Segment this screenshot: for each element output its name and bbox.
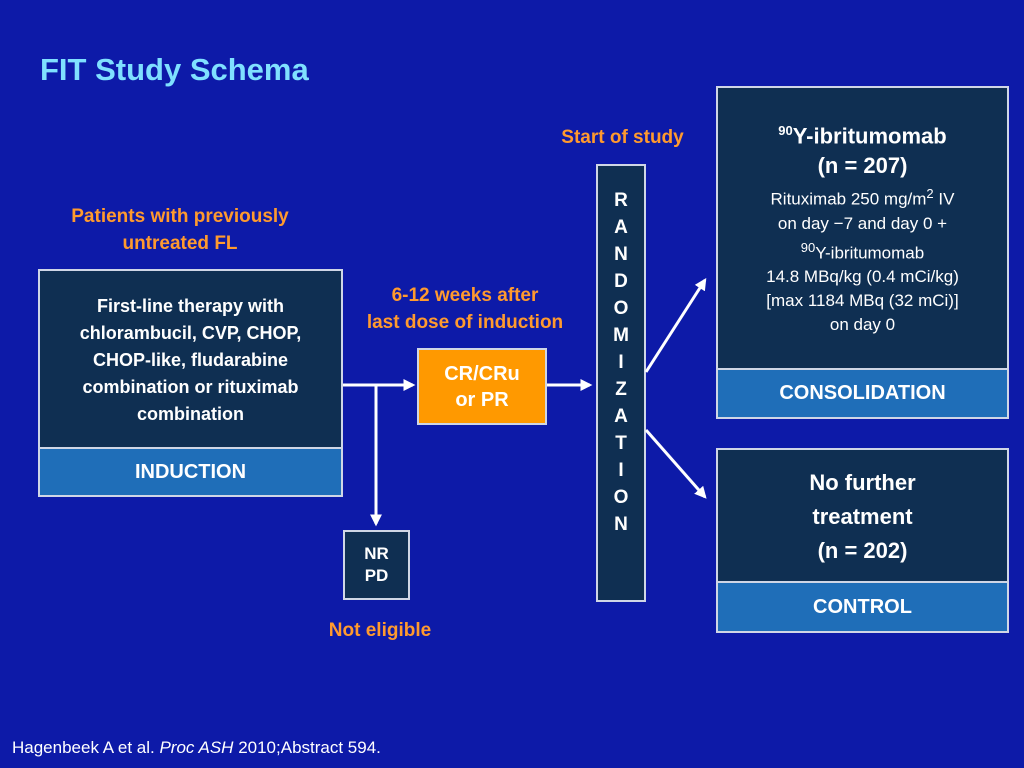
randomization-letter: A xyxy=(614,217,628,238)
isotope-superscript: 90 xyxy=(778,123,793,138)
consolidation-box: 90Y-ibritumomab (n = 207) Rituximab 250 … xyxy=(716,86,1009,419)
regimen-line: on day 0 xyxy=(829,315,896,335)
control-line: No further xyxy=(809,470,916,495)
consolidation-regimen: Rituximab 250 mg/m2 IV on day −7 and day… xyxy=(718,182,1007,337)
regimen-line: 90Y-ibritumomab xyxy=(718,236,1007,266)
ineligible-line: PD xyxy=(364,566,389,585)
regimen-text: Y-ibritumomab xyxy=(815,243,925,263)
induction-line: combination xyxy=(137,404,244,424)
induction-line: combination or rituximab xyxy=(82,377,299,397)
not-eligible-label: Not eligible xyxy=(328,620,432,641)
randomization-letter: A xyxy=(614,406,628,427)
regimen-line: on day −7 and day 0 + xyxy=(777,213,948,233)
arrow-to-control xyxy=(644,429,707,499)
control-band: CONTROL xyxy=(718,581,1007,631)
consolidation-band: CONSOLIDATION xyxy=(718,368,1007,417)
page-title: FIT Study Schema xyxy=(40,52,309,87)
drug-name: Y-ibritumomab xyxy=(792,123,947,149)
arrow-to-consolidation xyxy=(644,277,707,373)
ineligible-box: NR PD xyxy=(343,530,410,600)
induction-description: First-line therapy with chlorambucil, CV… xyxy=(40,293,341,428)
start-of-study-label: Start of study xyxy=(561,127,684,148)
randomization-letter: O xyxy=(613,487,629,508)
weeks-after-label: 6-12 weeks after last dose of induction xyxy=(345,282,585,336)
control-description: No further treatment (n = 202) xyxy=(718,466,1007,568)
regimen-text: IV xyxy=(933,189,955,209)
consolidation-n: (n = 207) xyxy=(817,153,908,179)
control-line: treatment xyxy=(812,504,913,529)
induction-line: chlorambucil, CVP, CHOP, xyxy=(79,323,302,343)
consolidation-heading: 90Y-ibritumomab (n = 207) xyxy=(718,116,1007,181)
response-line: CR/CRu xyxy=(444,363,520,385)
response-line: or PR xyxy=(455,389,509,411)
induction-line: CHOP-like, fludarabine xyxy=(92,350,289,370)
control-box: No further treatment (n = 202) CONTROL xyxy=(716,448,1009,633)
regimen-line: Rituximab 250 mg/m2 IV xyxy=(718,182,1007,212)
regimen-line: 14.8 MBq/kg (0.4 mCi/kg) xyxy=(766,267,959,287)
randomization-letter: R xyxy=(614,190,628,211)
induction-band: INDUCTION xyxy=(40,447,341,495)
weeks-after-line: 6-12 weeks after xyxy=(391,285,539,306)
citation-author: Hagenbeek A et al. xyxy=(12,738,160,757)
randomization-letter: I xyxy=(618,460,624,481)
control-line: (n = 202) xyxy=(817,538,908,563)
randomization-box: R A N D O M I Z A T I O N xyxy=(596,164,646,602)
randomization-letter: I xyxy=(618,352,624,373)
response-box: CR/CRu or PR xyxy=(417,348,547,425)
randomization-letter: N xyxy=(614,244,628,265)
patients-label-line: untreated FL xyxy=(122,233,238,254)
regimen-superscript: 2 xyxy=(926,186,934,201)
isotope-superscript: 90 xyxy=(800,239,816,255)
citation-rest: 2010;Abstract 594. xyxy=(233,738,381,757)
consolidation-drug-name: 90Y-ibritumomab xyxy=(718,116,1007,151)
citation-journal: Proc ASH xyxy=(159,738,234,757)
induction-box: First-line therapy with chlorambucil, CV… xyxy=(38,269,343,497)
regimen-text: Rituximab 250 mg/m xyxy=(770,189,927,209)
randomization-letter: M xyxy=(613,325,629,346)
patients-label: Patients with previously untreated FL xyxy=(40,203,320,257)
weeks-after-line: last dose of induction xyxy=(366,312,564,333)
citation: Hagenbeek A et al. Proc ASH 2010;Abstrac… xyxy=(12,738,381,758)
patients-label-line: Patients with previously xyxy=(71,206,289,227)
induction-line: First-line therapy with xyxy=(96,296,285,316)
randomization-letter: Z xyxy=(615,379,627,400)
ineligible-line: NR xyxy=(364,544,389,563)
randomization-letter: O xyxy=(613,298,629,319)
randomization-letter: N xyxy=(614,514,628,535)
randomization-letter: T xyxy=(615,433,627,454)
regimen-line: [max 1184 MBq (32 mCi)] xyxy=(766,291,959,311)
randomization-letter: D xyxy=(614,271,628,292)
